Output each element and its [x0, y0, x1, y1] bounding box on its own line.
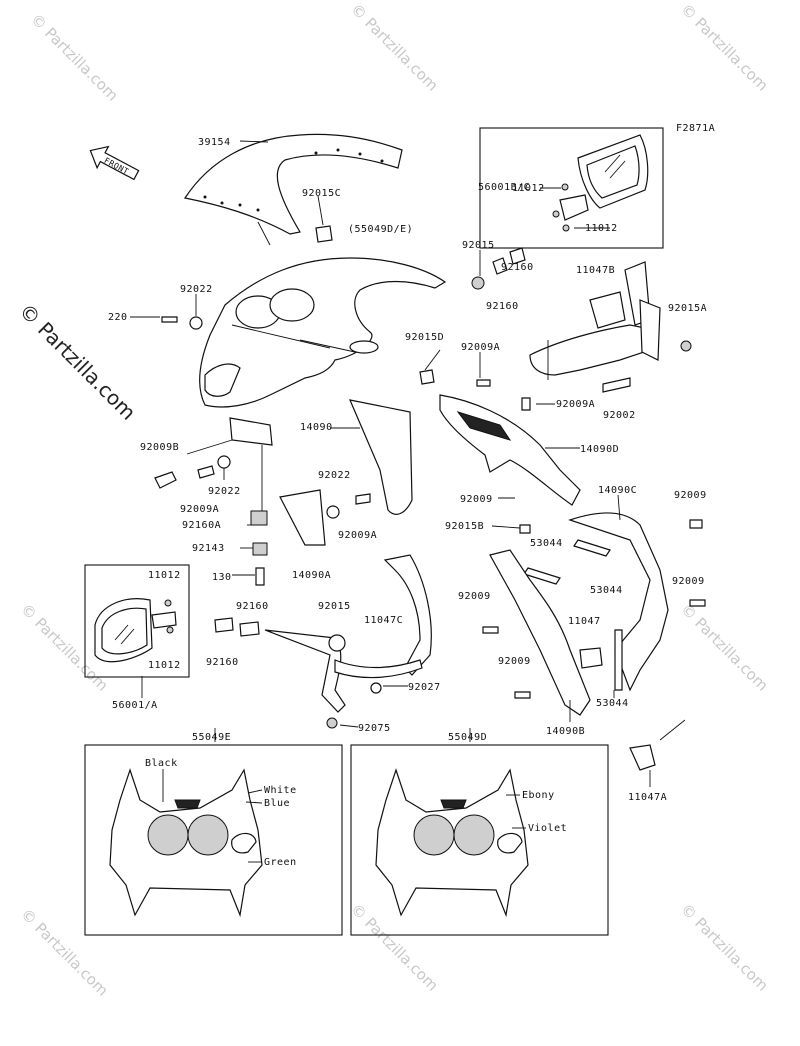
bracket-11047B-part — [529, 261, 692, 393]
label-92015C: 92015C — [302, 188, 341, 199]
label-92022-b: 92022 — [208, 486, 241, 497]
watermark: © Partzilla.com — [347, 900, 442, 995]
bracket-11047A-part — [629, 744, 656, 771]
label-11047A: 11047A — [628, 792, 667, 803]
label-92009B: 92009B — [140, 442, 179, 453]
label-92009-b: 92009 — [674, 490, 707, 501]
watermark: © Partzilla.com — [17, 905, 112, 1000]
color-label-white: White — [264, 785, 297, 796]
color-label-black: Black — [145, 758, 178, 769]
label-92009-d: 92009 — [672, 576, 705, 587]
left-bracket-part — [154, 417, 273, 586]
label-56001A: 56001/A — [112, 700, 158, 711]
leader-lines — [130, 140, 651, 787]
inner-panel-14090-part — [348, 399, 413, 515]
label-53044-b: 53044 — [590, 585, 623, 596]
label-11012-a: 11012 — [512, 183, 545, 194]
upper-cowl-part — [199, 257, 447, 408]
watermark: © Partzilla.com — [677, 0, 772, 95]
color-label-violet: Violet — [528, 823, 567, 834]
lower-cowl-14090B-part — [482, 524, 603, 716]
label-53044-a: 53044 — [530, 538, 563, 549]
label-14090C: 14090C — [598, 485, 637, 496]
label-92022-c: 92022 — [318, 470, 351, 481]
label-92015A: 92015A — [668, 303, 707, 314]
color-label-ebony: Ebony — [522, 790, 555, 801]
mirror-detail-box-left — [84, 564, 190, 678]
label-92009-e: 92009 — [498, 656, 531, 667]
label-220: 220 — [108, 312, 128, 323]
label-92022-a: 92022 — [180, 284, 213, 295]
color-label-blue: Blue — [264, 798, 290, 809]
label-92002: 92002 — [603, 410, 636, 421]
label-92160A: 92160A — [182, 520, 221, 531]
cowl-detail-box-55049D — [350, 744, 609, 936]
label-92015B: 92015B — [445, 521, 484, 532]
label-39154: 39154 — [198, 137, 231, 148]
watermark: © Partzilla.com — [27, 10, 122, 105]
cowl-55049D-drawing — [375, 768, 529, 918]
label-14090D: 14090D — [580, 444, 619, 455]
mirror-left-part — [94, 598, 177, 663]
lower-cowl-14090C-part — [568, 512, 706, 692]
color-label-green: Green — [264, 857, 297, 868]
color-leaders — [162, 769, 526, 863]
label-11012-c: 11012 — [148, 570, 181, 581]
color-labels: Black White Blue Green Ebony Violet — [145, 758, 567, 868]
label-55049E: 55049E — [192, 732, 231, 743]
cowl-detail-box-55049E — [84, 744, 343, 936]
label-92160-a: 92160 — [501, 262, 534, 273]
part-labels: 39154 92015C (55049D/E) 56001B/C 11012 1… — [108, 137, 707, 803]
mirror-detail-box-right — [479, 127, 664, 249]
front-arrow: FRONT — [89, 145, 140, 181]
label-11047: 11047 — [568, 616, 601, 627]
label-92015-b: 92015 — [318, 601, 351, 612]
label-11012-b: 11012 — [585, 223, 618, 234]
bracket-11047C-part — [214, 554, 432, 729]
label-92160-b: 92160 — [486, 301, 519, 312]
label-92027: 92027 — [408, 682, 441, 693]
watermark: © Partzilla.com — [677, 900, 772, 995]
strips-53044-part — [523, 539, 623, 691]
label-92009-c: 92009 — [458, 591, 491, 602]
panel-14090A-part — [279, 489, 371, 546]
label-14090: 14090 — [300, 422, 333, 433]
windshield-part — [184, 133, 403, 246]
label-55049DE: (55049D/E) — [348, 224, 413, 235]
label-92009A-a: 92009A — [461, 342, 500, 353]
mirror-right-part — [552, 134, 649, 232]
cowl-55049E-drawing — [109, 768, 263, 918]
label-130: 130 — [212, 572, 232, 583]
label-53044-c: 53044 — [596, 698, 629, 709]
fasteners-top — [161, 225, 531, 411]
label-14090B: 14090B — [546, 726, 585, 737]
watermark: © Partzilla.com — [677, 600, 772, 695]
label-11047C: 11047C — [364, 615, 403, 626]
label-11012-d: 11012 — [148, 660, 181, 671]
label-92015-a: 92015 — [462, 240, 495, 251]
label-92009A-d: 92009A — [338, 530, 377, 541]
label-92160-c: 92160 — [236, 601, 269, 612]
label-92160-d: 92160 — [206, 657, 239, 668]
label-14090A: 14090A — [292, 570, 331, 581]
label-92009A-c: 92009A — [180, 504, 219, 515]
label-92075: 92075 — [358, 723, 391, 734]
label-92143: 92143 — [192, 543, 225, 554]
watermark: © Partzilla.com — [347, 0, 442, 95]
label-11047B: 11047B — [576, 265, 615, 276]
label-92009A-b: 92009A — [556, 399, 595, 410]
label-92009-a: 92009 — [460, 494, 493, 505]
side-panel-14090D-part — [439, 394, 581, 506]
label-55049D: 55049D — [448, 732, 487, 743]
label-92015D: 92015D — [405, 332, 444, 343]
label-56001BC: 56001B/C — [478, 182, 530, 193]
diagram-code: F2871A — [676, 123, 715, 134]
